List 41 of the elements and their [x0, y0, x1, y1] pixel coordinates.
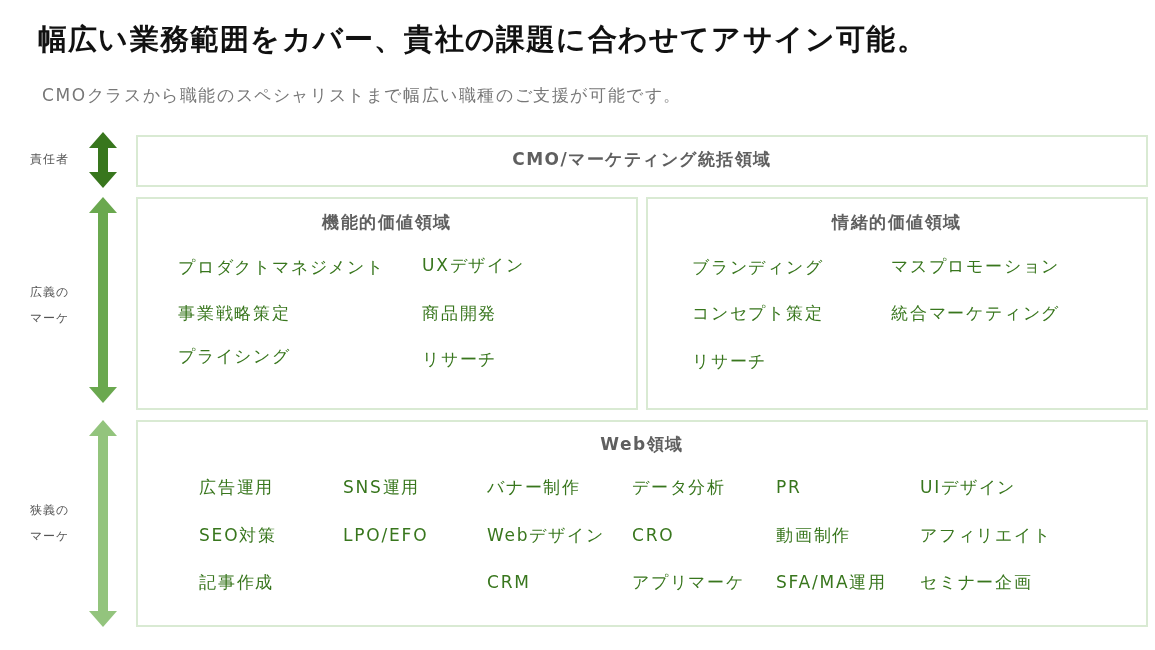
service-item: UXデザイン — [422, 254, 525, 276]
service-item: CRO — [632, 524, 675, 546]
service-item: アプリマーケ — [632, 571, 745, 593]
area-panel — [646, 197, 1148, 410]
service-item: PR — [776, 476, 802, 498]
service-item: マスプロモーション — [891, 255, 1061, 277]
service-item: 動画制作 — [776, 524, 852, 546]
service-item: SNS運用 — [343, 476, 421, 498]
service-item: CRM — [487, 571, 531, 593]
panel-heading: 情緒的価値領域 — [830, 211, 963, 233]
service-item: 統合マーケティング — [891, 302, 1061, 324]
area-panel — [136, 197, 638, 410]
service-item: プロダクトマネジメント — [178, 256, 385, 278]
service-item: コンセプト策定 — [692, 302, 824, 324]
service-item: バナー制作 — [487, 476, 581, 498]
service-item: プライシング — [178, 345, 291, 367]
service-item: 記事作成 — [199, 571, 275, 593]
page-title: 幅広い業務範囲をカバー、貴社の課題に合わせてアサイン可能。 — [38, 21, 927, 57]
service-item: リサーチ — [422, 348, 498, 370]
area-panel — [136, 135, 1148, 187]
service-item: 広告運用 — [199, 476, 275, 498]
service-item: ブランディング — [692, 256, 824, 278]
service-item: リサーチ — [692, 350, 768, 372]
service-item: データ分析 — [632, 476, 726, 498]
service-item: Webデザイン — [487, 524, 605, 546]
panel-heading: Web領域 — [599, 433, 685, 455]
area-panel — [136, 420, 1148, 627]
panel-heading: 機能的価値領域 — [321, 211, 453, 233]
service-item: SFA/MA運用 — [776, 571, 888, 593]
panel-heading: CMO/マーケティング統括領域 — [511, 148, 773, 170]
service-item: 商品開発 — [422, 302, 498, 324]
service-item: アフィリエイト — [920, 524, 1052, 546]
service-item: セミナー企画 — [920, 571, 1033, 593]
level-label: 責任者 — [30, 151, 70, 168]
subtitle: CMOクラスから職能のスペシャリストまで幅広い職種のご支援が可能です。 — [42, 84, 682, 106]
service-item: UIデザイン — [920, 476, 1017, 498]
service-item: SEO対策 — [199, 524, 277, 546]
service-item: 事業戦略策定 — [178, 302, 291, 324]
level-label: 広義のマーケ — [30, 284, 70, 327]
service-item: LPO/EFO — [343, 524, 429, 546]
level-label: 狭義のマーケ — [30, 502, 70, 545]
